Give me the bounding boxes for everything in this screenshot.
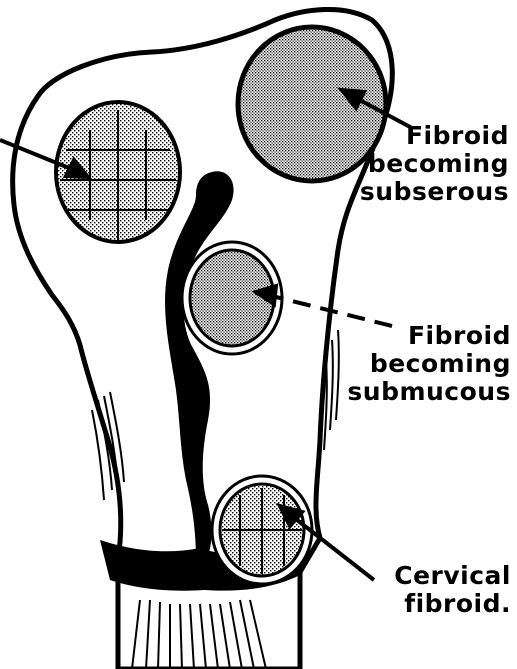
label-subserous-line3: subserous: [360, 178, 509, 206]
label-subserous: Fibroid becoming subserous: [360, 122, 509, 206]
label-subserous-line1: Fibroid: [360, 122, 509, 150]
label-cervical: Cervical fibroid.: [394, 562, 511, 618]
label-subserous-line2: becoming: [360, 150, 509, 178]
label-submucous-line1: Fibroid: [347, 322, 511, 350]
label-cervical-line2: fibroid.: [394, 590, 511, 618]
label-submucous: Fibroid becoming submucous: [347, 322, 511, 406]
label-cervical-line1: Cervical: [394, 562, 511, 590]
label-submucous-line3: submucous: [347, 378, 511, 406]
label-submucous-line2: becoming: [347, 350, 511, 378]
fibroid-cervical: [212, 476, 312, 584]
